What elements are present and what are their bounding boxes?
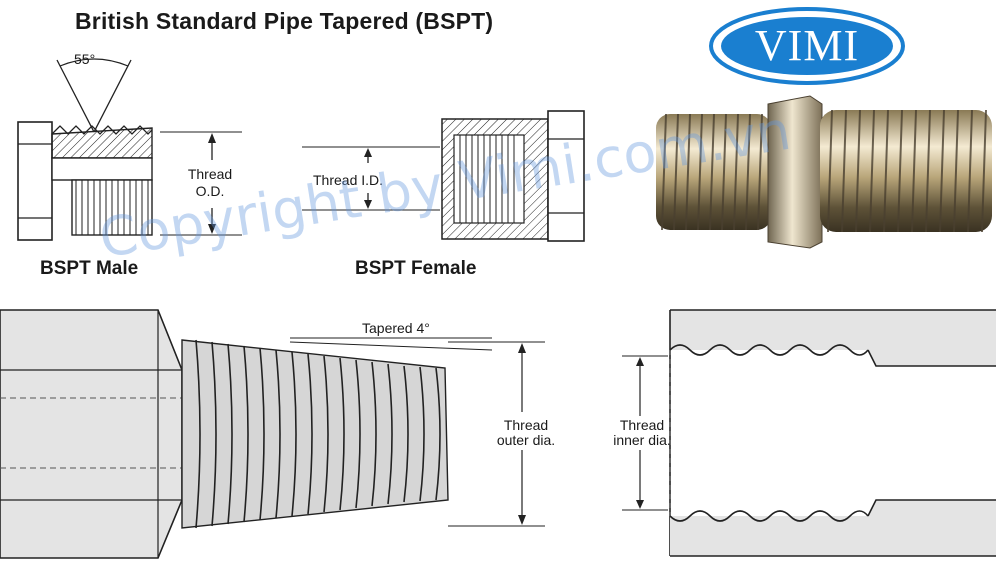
vimi-logo — [709, 7, 905, 85]
logo-text: VIMI — [754, 21, 860, 70]
thread-outer-dia-line2: outer dia. — [496, 432, 556, 448]
thread-od-label: Thread O.D. — [180, 166, 240, 200]
hex-nipple-fitting-photo — [656, 95, 992, 249]
female-thread-detail-drawing — [302, 110, 585, 242]
thread-od-label-line2: O.D. — [195, 183, 225, 199]
tapered-label: Tapered 4° — [362, 320, 430, 336]
male-thread-large-drawing — [0, 309, 545, 559]
diagram-title: British Standard Pipe Tapered (BSPT) — [75, 8, 494, 34]
thread-inner-dia-label: Thread inner dia. — [598, 418, 686, 448]
thread-outer-dia-label: Thread outer dia. — [482, 418, 570, 448]
female-thread-large-drawing — [622, 309, 996, 557]
bspt-female-caption: BSPT Female — [355, 258, 477, 279]
bspt-male-caption: BSPT Male — [40, 258, 139, 279]
thread-outer-dia-line1: Thread — [503, 417, 549, 433]
thread-od-label-line1: Thread — [187, 166, 233, 182]
thread-id-label: Thread I.D. — [313, 172, 384, 188]
angle-label: 55° — [74, 51, 96, 67]
thread-inner-dia-line1: Thread — [619, 417, 665, 433]
thread-inner-dia-line2: inner dia. — [613, 432, 671, 448]
male-thread-detail-drawing — [17, 58, 242, 241]
